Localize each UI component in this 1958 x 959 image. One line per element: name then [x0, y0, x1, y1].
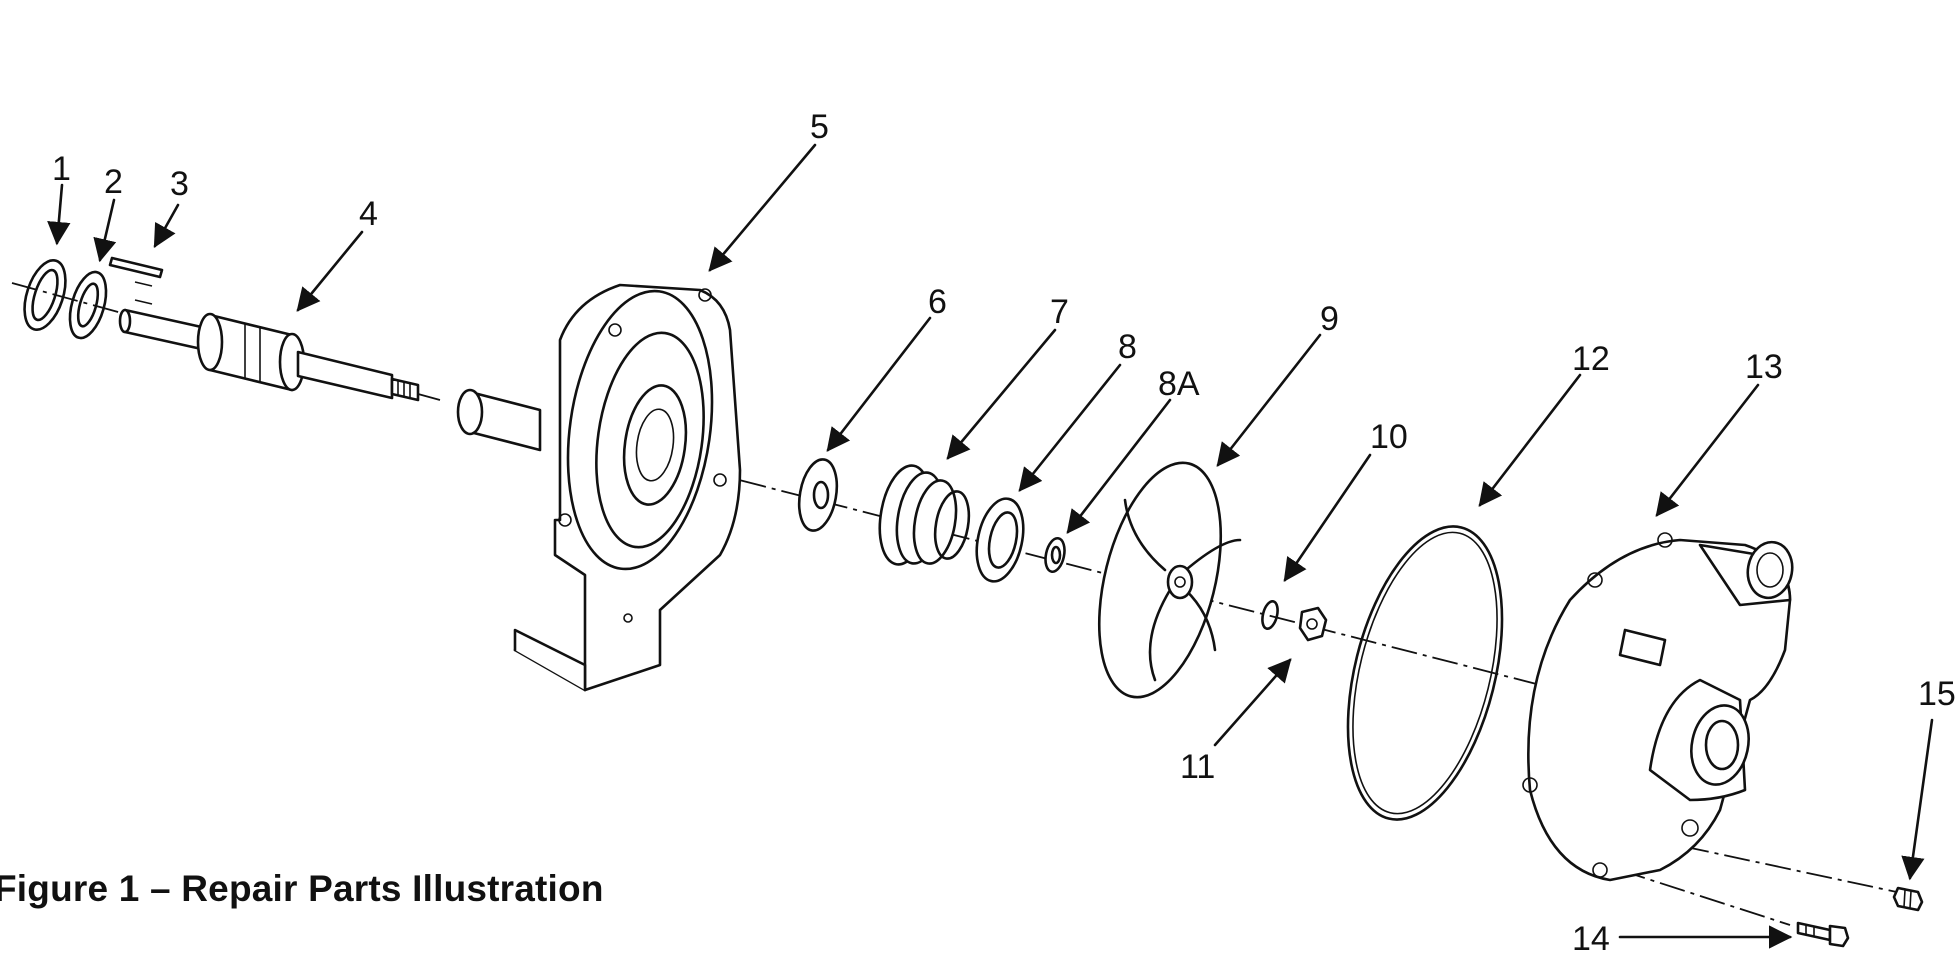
- part-8-seal-ring: [975, 497, 1025, 583]
- part-12-casing-o-ring: [1346, 525, 1504, 821]
- part-8a-washer: [1044, 536, 1066, 574]
- callout-7: 7: [1050, 293, 1069, 331]
- callout-13: 13: [1745, 348, 1783, 386]
- callout-9: 9: [1320, 300, 1339, 338]
- callout-14: 14: [1572, 920, 1610, 958]
- callout-12: 12: [1572, 340, 1610, 378]
- callout-5: 5: [810, 108, 829, 146]
- part-13-pump-casing: [1522, 532, 1794, 882]
- callout-8: 8: [1118, 328, 1137, 366]
- callout-4: 4: [359, 195, 378, 233]
- callout-10: 10: [1370, 418, 1408, 456]
- part-1-retaining-ring: [23, 259, 67, 331]
- callout-2: 2: [104, 163, 123, 201]
- part-10-o-ring: [1261, 600, 1279, 630]
- part-11-impeller-nut: [1298, 606, 1328, 642]
- callout-3: 3: [170, 165, 189, 203]
- part-2-washer: [68, 270, 108, 340]
- callout-leaders: [47, 143, 1934, 949]
- part-9-impeller: [1097, 461, 1242, 699]
- part-7-mechanical-seal: [878, 464, 971, 566]
- part-3-key: [108, 256, 164, 305]
- callout-15: 15: [1918, 675, 1956, 713]
- callout-1: 1: [52, 150, 71, 188]
- callout-8a: 8A: [1158, 365, 1200, 403]
- part-14-bolt: [1796, 921, 1850, 948]
- callout-11: 11: [1180, 748, 1215, 786]
- part-5-bracket: [456, 283, 742, 692]
- callout-6: 6: [928, 283, 947, 321]
- part-15-plug: [1892, 886, 1924, 912]
- figure-caption: Figure 1 – Repair Parts Illustration: [0, 868, 604, 909]
- callout-labels: 1 2 3 4 5 6 7 8 8A 9 10 11 12 13 14 15: [52, 108, 1956, 958]
- part-4-shaft-assembly: [118, 308, 420, 402]
- part-6-seal-seat: [797, 458, 839, 532]
